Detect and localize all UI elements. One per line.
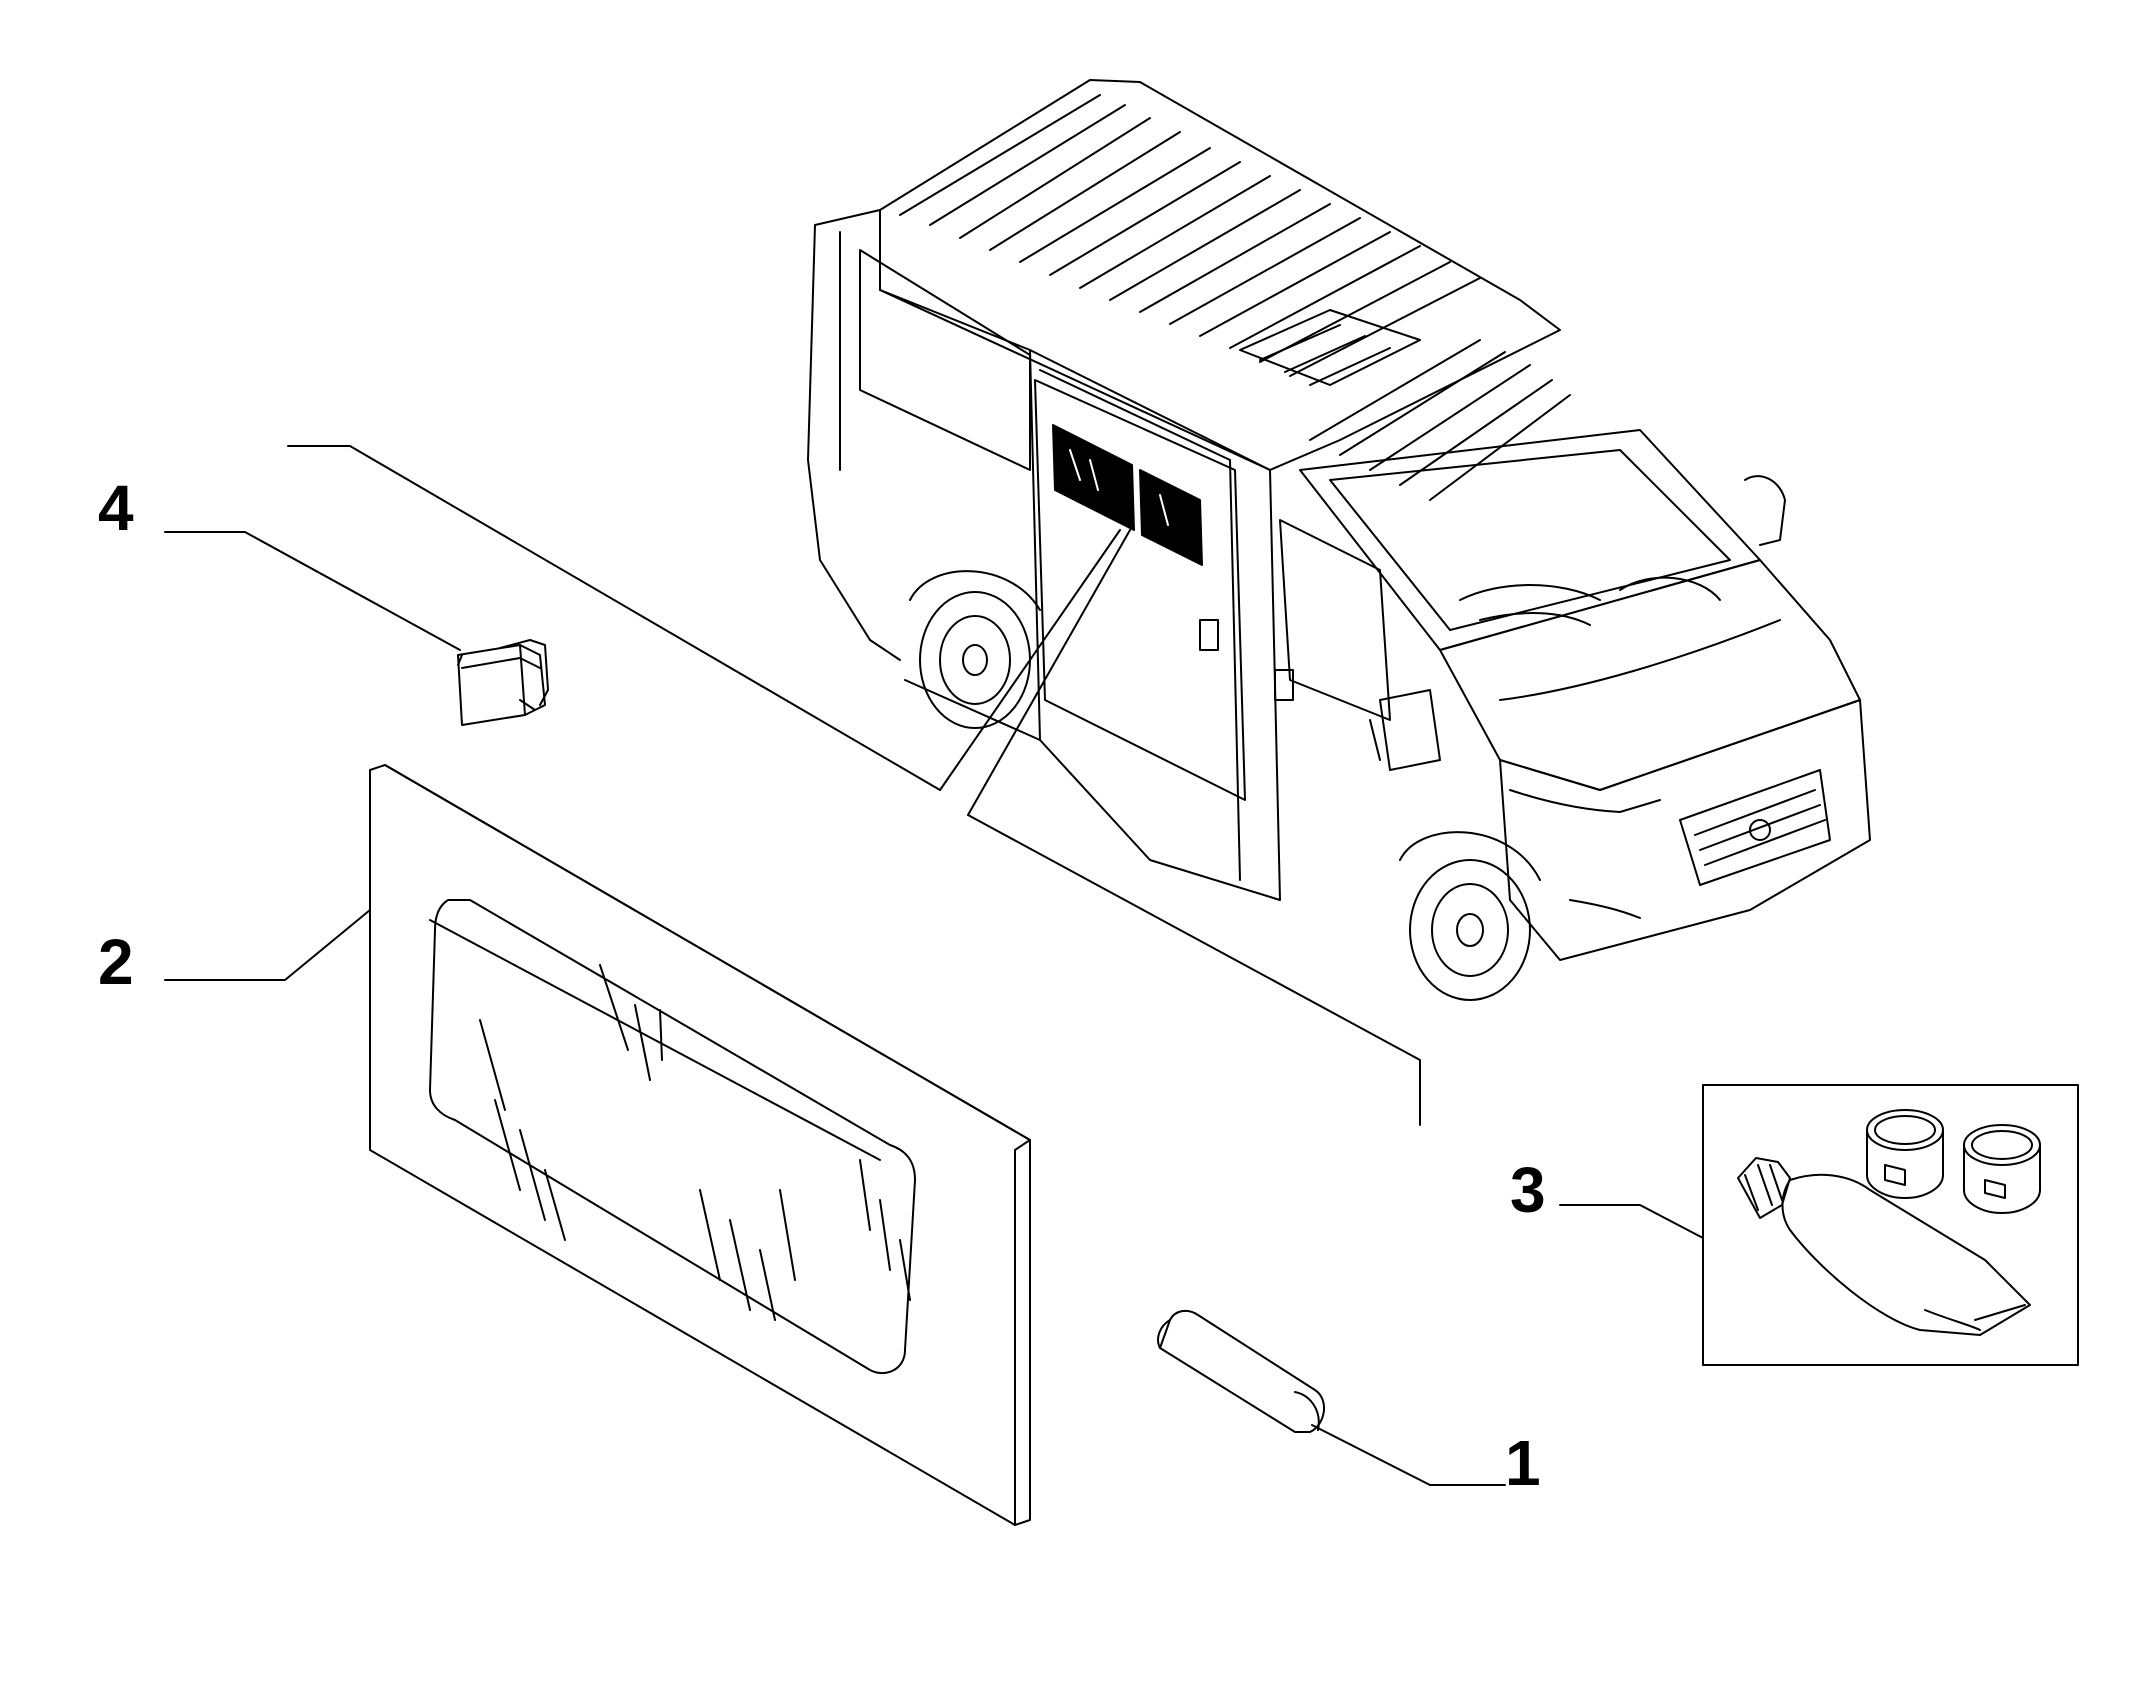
leader-lines [164, 445, 1704, 1486]
seal-profile-icon [1157, 1309, 1325, 1433]
van-icon [807, 79, 1871, 1001]
adhesive-kit-icon [1702, 1084, 2079, 1366]
callout-4: 4 [98, 472, 134, 544]
callout-2: 2 [98, 926, 134, 998]
side-window-glass-icon [369, 764, 1031, 1526]
callout-3: 3 [1510, 1154, 1546, 1226]
callout-1: 1 [1505, 1427, 1541, 1499]
clip-cap-icon [457, 639, 549, 726]
